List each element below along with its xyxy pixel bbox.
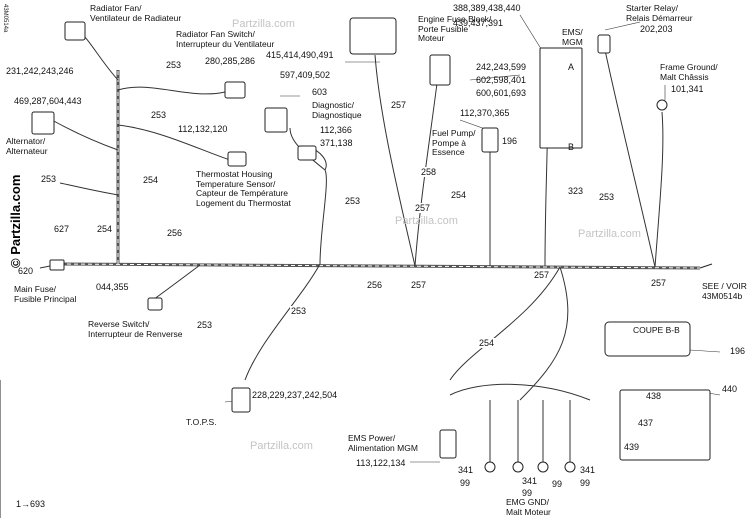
part-reverse-switch: 044,355 xyxy=(96,282,129,292)
part-radiator-fan: 231,242,243,246 xyxy=(6,66,74,76)
wire-253: 253 xyxy=(290,306,308,316)
wire-257: 257 xyxy=(533,270,551,280)
part-fuse-block-c: 600,601,693 xyxy=(476,88,527,98)
wire-253: 253 xyxy=(196,320,214,330)
wire-254: 254 xyxy=(478,338,496,348)
wire-256: 256 xyxy=(166,228,184,238)
part-fuel-pump: 112,370,365 xyxy=(460,108,510,118)
copyright-watermark: © Partzilla.com xyxy=(8,174,23,268)
label-coupe: COUPE B-B xyxy=(633,325,680,335)
ems-mark-a: A xyxy=(568,62,575,72)
wire-258: 258 xyxy=(420,167,438,177)
ground-341-b: 341 xyxy=(522,476,538,486)
label-see-voir: SEE / VOIR 43M0514b xyxy=(702,281,747,301)
part-627: 627 xyxy=(54,224,70,234)
label-thermostat: Thermostat Housing Temperature Sensor/ C… xyxy=(196,169,291,208)
part-620: 620 xyxy=(18,266,34,276)
watermark-text: Partzilla.com xyxy=(395,215,458,227)
label-emg-gnd: EMG GND/ Malt Moteur xyxy=(506,497,551,517)
part-thermostat: 112,132,120 xyxy=(178,124,228,134)
part-group-a: 415,414,490,491 xyxy=(266,50,334,60)
part-coupe: 196 xyxy=(730,346,746,356)
wire-253: 253 xyxy=(598,192,616,202)
wire-254: 254 xyxy=(96,224,114,234)
wire-253: 253 xyxy=(344,196,362,206)
wire-257: 257 xyxy=(390,100,408,110)
wire-256: 256 xyxy=(366,280,384,290)
ground-99-b: 99 xyxy=(522,488,533,498)
side-code: 43M0514a xyxy=(2,4,8,33)
part-group-b: 597,409,502 xyxy=(280,70,331,80)
part-ems-a: 388,389,438,440 xyxy=(453,3,521,13)
label-main-fuse: Main Fuse/ Fusible Principal xyxy=(14,284,77,304)
label-frame-ground: Frame Ground/ Malt Châssis xyxy=(660,62,718,82)
wire-257: 257 xyxy=(410,280,428,290)
part-fuse-block-a: 242,243,599 xyxy=(476,62,527,72)
part-439: 439 xyxy=(624,442,640,452)
label-starter-relay: Starter Relay/ Relais Démarreur xyxy=(626,3,693,23)
watermark-text: Partzilla.com xyxy=(232,18,295,30)
part-alternator: 469,287,604,443 xyxy=(14,96,82,106)
label-fuel-pump: Fuel Pump/ Pompe à Essence xyxy=(432,128,476,157)
watermark-text: Partzilla.com xyxy=(250,440,313,452)
wire-257: 257 xyxy=(414,203,432,213)
label-engine-fuse-block: Engine Fuse Block/ Porte Fusible Moteur xyxy=(418,14,492,43)
ground-99-c: 99 xyxy=(552,479,563,489)
label-radiator-fan-switch: Radiator Fan Switch/ Interrupteur du Ven… xyxy=(176,29,275,49)
part-fuse-block-b: 602,598,401 xyxy=(476,75,527,85)
ground-99-a: 99 xyxy=(460,478,471,488)
label-diagnostic: Diagnostic/ Diagnostique xyxy=(312,100,362,120)
bottom-ref: 1→693 xyxy=(16,499,46,509)
ground-341-a: 341 xyxy=(458,465,474,475)
label-ems: EMS/ MGM xyxy=(562,27,583,47)
wire-323: 323 xyxy=(567,186,585,196)
part-ems-power: 113,122,134 xyxy=(356,458,406,468)
ground-341-c: 341 xyxy=(580,465,596,475)
label-reverse-switch: Reverse Switch/ Interrupteur de Renverse xyxy=(88,319,183,339)
part-diagnostic-c: 371,138 xyxy=(320,138,353,148)
part-frame-ground: 101,341 xyxy=(671,84,704,94)
wire-253: 253 xyxy=(150,110,168,120)
label-radiator-fan: Radiator Fan/ Ventilateur de Radiateur xyxy=(90,3,182,23)
wire-253: 253 xyxy=(40,174,58,184)
label-alternator: Alternator/ Alternateur xyxy=(6,136,48,156)
part-ems-b: 439,437,391 xyxy=(453,18,504,28)
part-438: 438 xyxy=(646,391,662,401)
part-tops: 228,229,237,242,504 xyxy=(252,390,338,400)
part-diagnostic-b: 112,366 xyxy=(320,125,352,135)
wire-253: 253 xyxy=(165,60,183,70)
wire-257: 257 xyxy=(650,278,668,288)
watermark-text: Partzilla.com xyxy=(578,228,641,240)
ground-99-d: 99 xyxy=(580,478,591,488)
wire-254: 254 xyxy=(142,175,160,185)
part-diagnostic-a: 603 xyxy=(312,87,328,97)
part-437: 437 xyxy=(638,418,654,428)
label-tops: T.O.P.S. xyxy=(186,417,217,427)
wire-254: 254 xyxy=(450,190,468,200)
part-starter-relay: 202,203 xyxy=(640,24,673,34)
part-fuel-pump-conn: 196 xyxy=(502,136,518,146)
part-radiator-fan-switch: 280,285,286 xyxy=(205,56,256,66)
part-440: 440 xyxy=(722,384,738,394)
ems-mark-b: B xyxy=(568,142,575,152)
label-ems-power: EMS Power/ Alimentation MGM xyxy=(348,433,418,453)
